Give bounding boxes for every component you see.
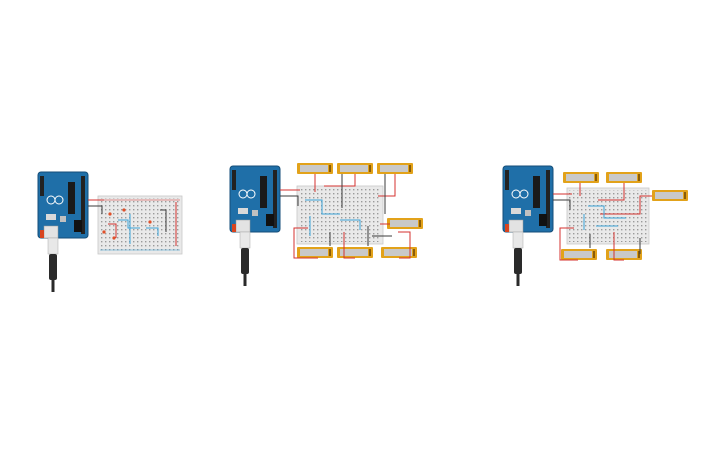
usb-cable-3[interactable] [512, 231, 524, 287]
sensor-module[interactable] [652, 190, 688, 201]
sensor-module[interactable] [381, 247, 417, 258]
sensor-module[interactable] [297, 247, 333, 258]
usb-cable-2[interactable] [239, 231, 251, 287]
jumper-wires-3[interactable] [553, 183, 652, 261]
sensor-module[interactable] [606, 249, 642, 260]
sensor-module[interactable] [606, 172, 642, 183]
arduino-uno-2[interactable] [229, 165, 281, 233]
arduino-uno-1[interactable] [37, 171, 89, 239]
arduino-uno-3[interactable] [502, 165, 554, 233]
sensor-module[interactable] [337, 163, 373, 174]
circuit-1[interactable] [37, 171, 183, 293]
sensor-module[interactable] [561, 249, 597, 260]
sensor-module[interactable] [337, 247, 373, 258]
circuit-3[interactable] [502, 165, 688, 287]
circuit-2[interactable] [229, 163, 423, 287]
sensor-module[interactable] [387, 218, 423, 229]
breadboard-2[interactable] [296, 185, 384, 245]
leds-1[interactable] [102, 208, 152, 240]
sensor-module[interactable] [297, 163, 333, 174]
sensor-module[interactable] [563, 172, 599, 183]
usb-cable-1[interactable] [47, 237, 59, 293]
sensor-module[interactable] [377, 163, 413, 174]
jumper-wires-2[interactable] [280, 174, 411, 259]
jumper-wires-1[interactable] [88, 199, 177, 246]
breadboard-3[interactable] [566, 187, 650, 245]
breadboard-1[interactable] [97, 195, 183, 255]
